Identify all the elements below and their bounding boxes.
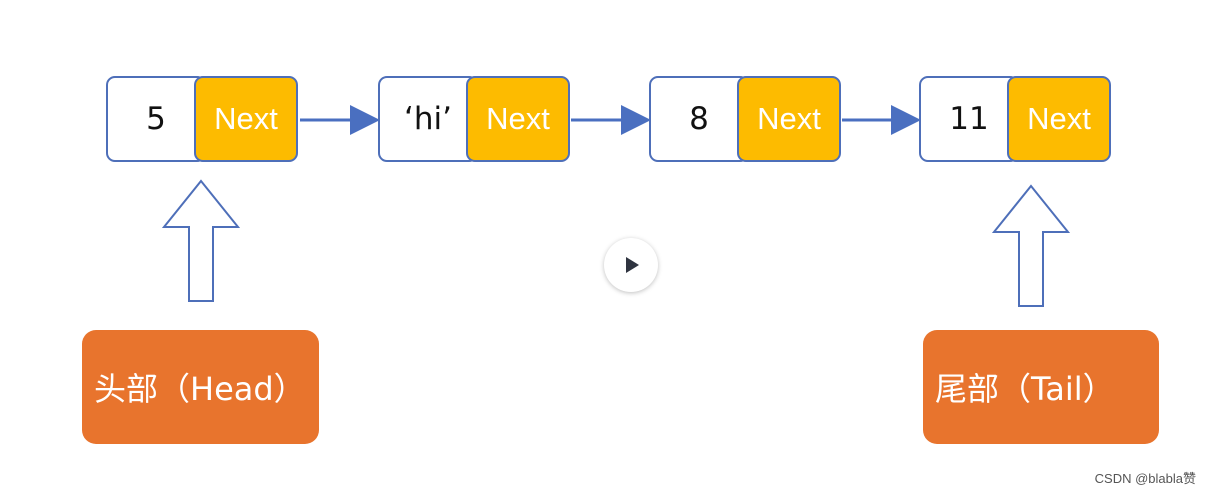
node-next-pointer: Next [737, 76, 841, 162]
tail-up-arrow [991, 184, 1071, 307]
node-next-pointer: Next [466, 76, 570, 162]
head-up-arrow [161, 179, 241, 302]
node-next-pointer: Next [194, 76, 298, 162]
node-value: 11 [919, 76, 1019, 162]
node-value: 5 [106, 76, 206, 162]
node-next-pointer: Next [1007, 76, 1111, 162]
head-label: 头部（Head） [82, 330, 319, 444]
watermark: CSDN @blabla赞 [1094, 471, 1196, 486]
play-icon [626, 257, 639, 273]
tail-label: 尾部（Tail） [923, 330, 1159, 444]
list-node-1: 5 Next [106, 76, 298, 162]
list-node-2: ‘hi’ Next [378, 76, 570, 162]
node-value: 8 [649, 76, 749, 162]
list-node-3: 8 Next [649, 76, 841, 162]
node-value: ‘hi’ [378, 76, 478, 162]
play-button[interactable] [604, 238, 658, 292]
list-node-4: 11 Next [919, 76, 1111, 162]
